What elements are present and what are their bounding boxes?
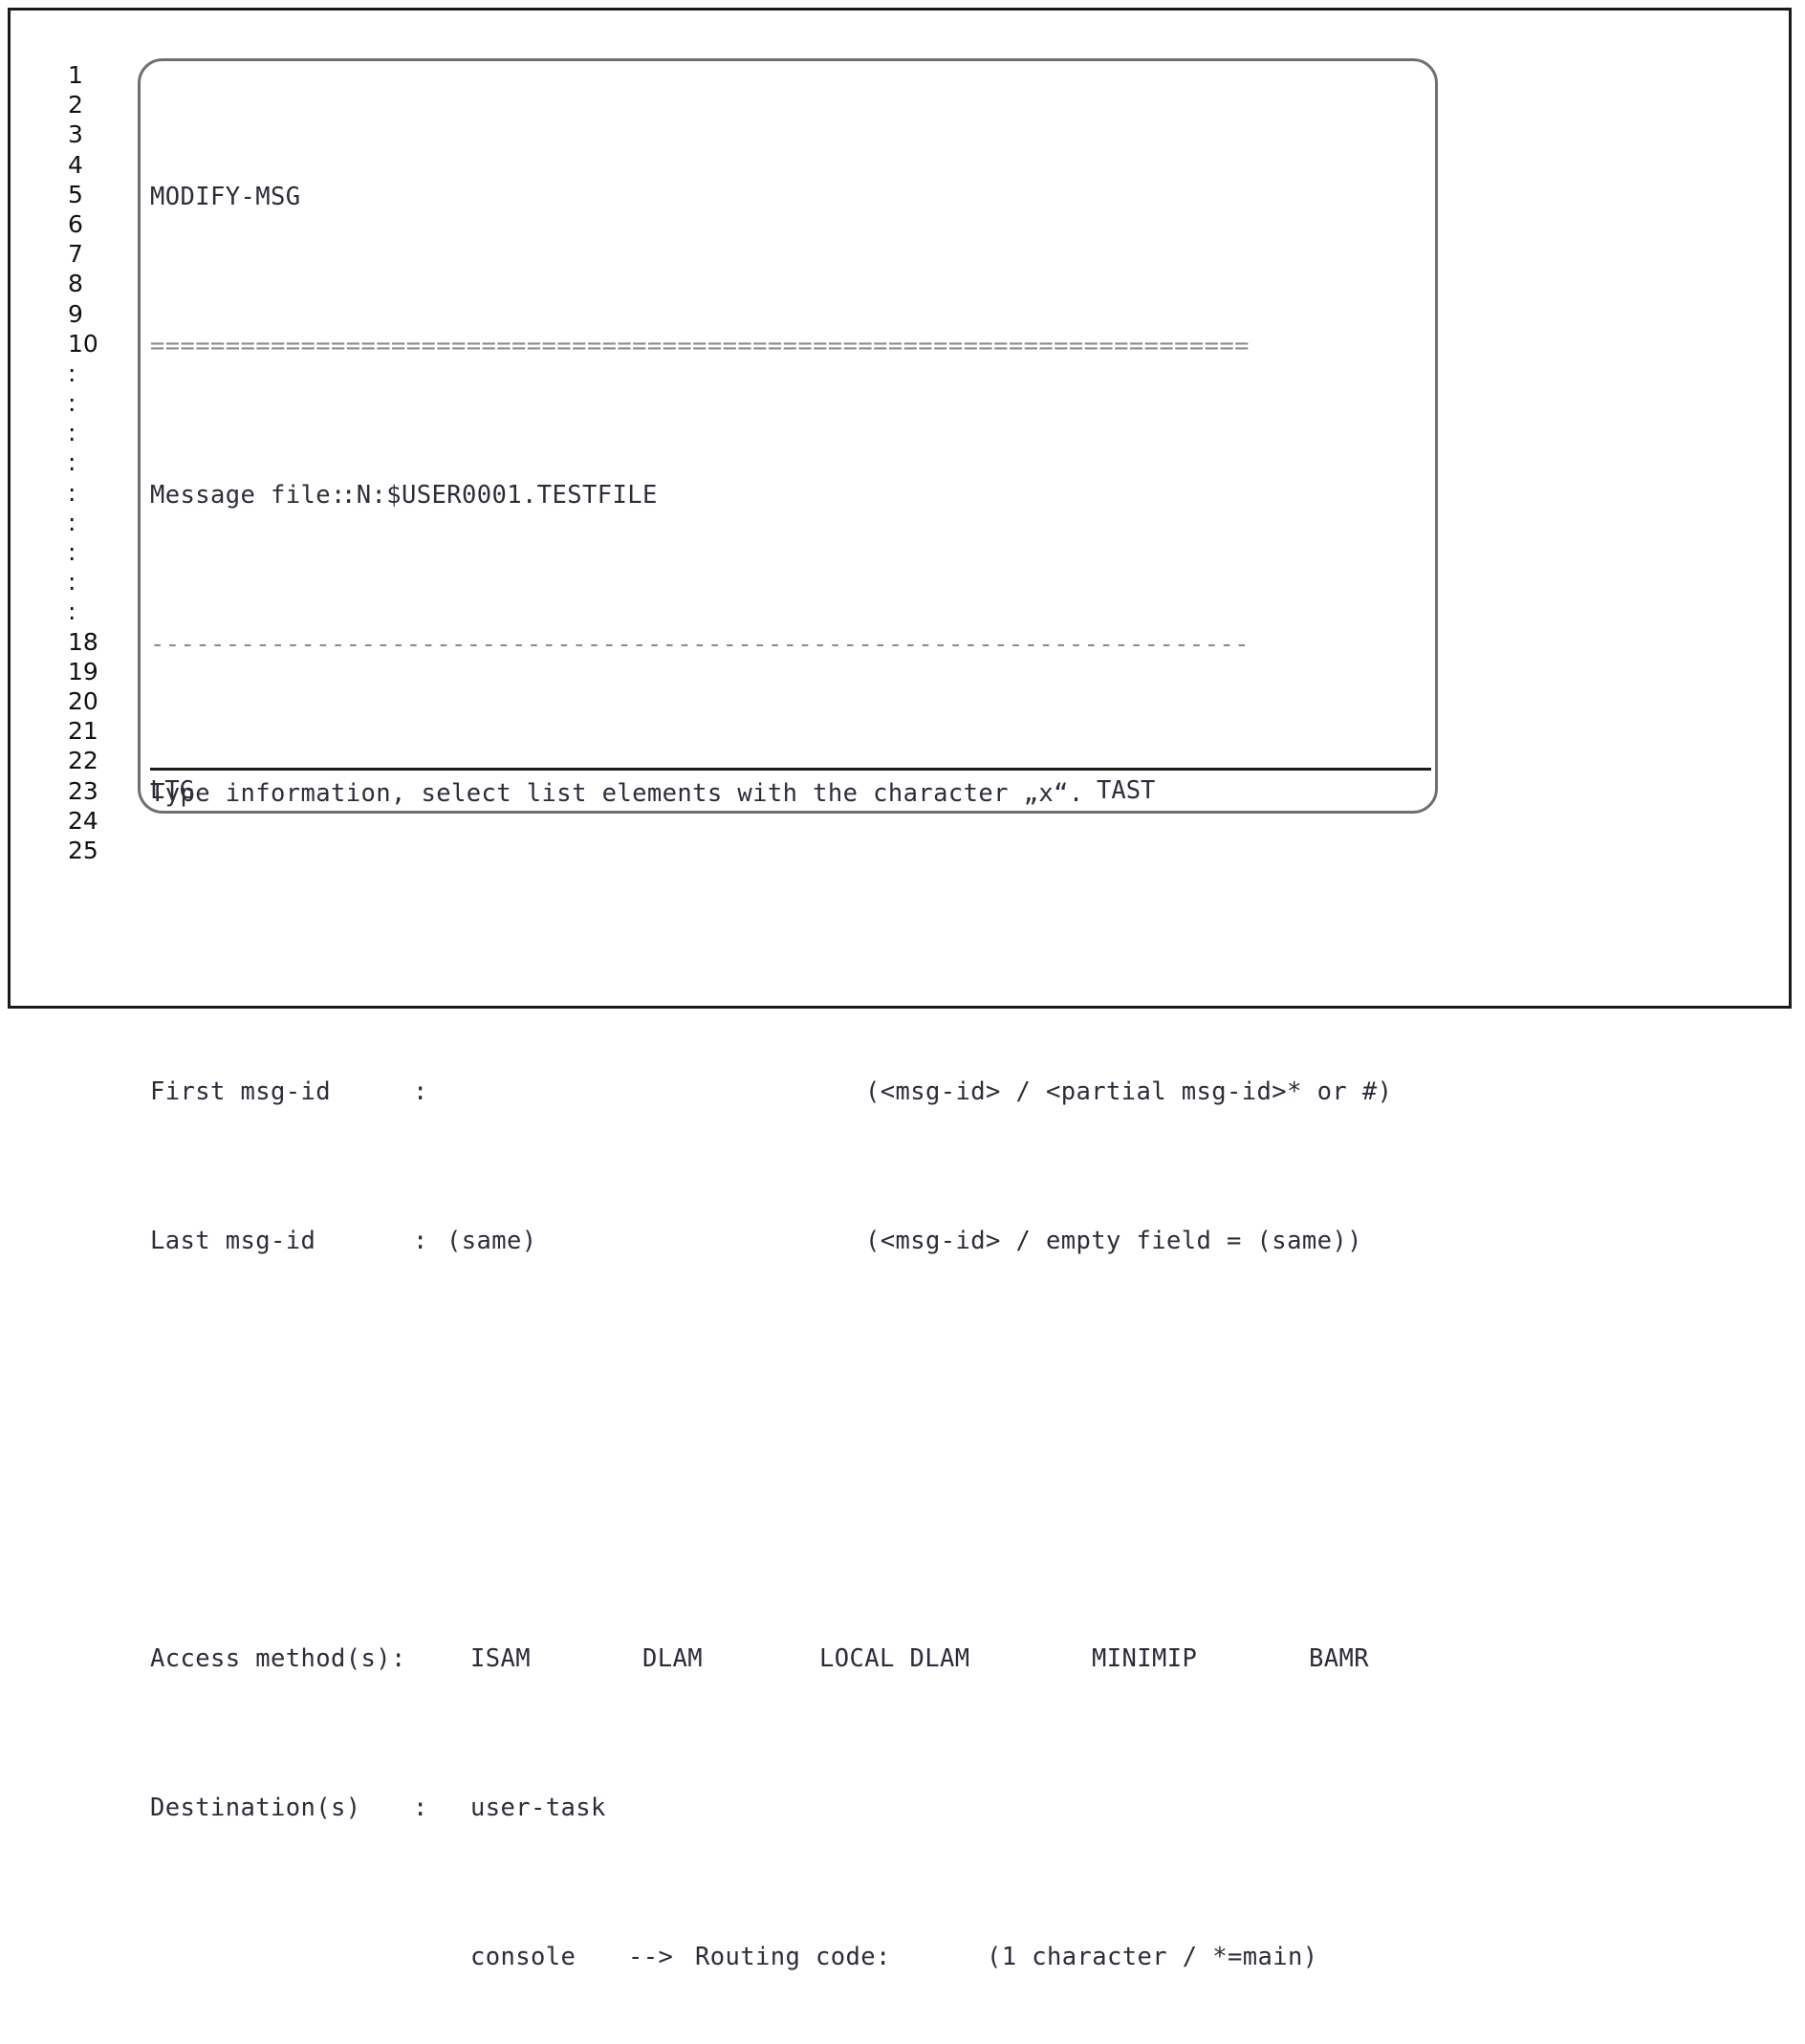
routing-code-label: Routing code: [695, 1942, 891, 1971]
line-number: 10 [68, 329, 98, 358]
line-number: 21 [68, 717, 98, 746]
page-title: MODIFY-MSG [150, 182, 301, 211]
access-method-label: Access method(s): [150, 1643, 406, 1673]
destination-option-user-task[interactable]: user-task [470, 1793, 606, 1822]
terminal-screen: MODIFY-MSG =============================… [150, 63, 1450, 1971]
line-number-gutter: 1 2 3 4 5 6 7 8 9 10 : : : : : : : : : 1… [68, 60, 125, 865]
routing-code-hint: (1 character / *=main) [987, 1942, 1318, 1971]
status-separator [150, 768, 1431, 771]
line-number: : [68, 389, 76, 418]
destination-colon: : [413, 1793, 428, 1822]
line-number: : [68, 359, 76, 387]
spacer-row [150, 1495, 1450, 1525]
access-method-option-dlam[interactable]: DLAM [642, 1643, 704, 1673]
status-center-tast: TAST [1097, 776, 1156, 805]
line-number: 22 [68, 747, 98, 775]
horizontal-rule-dashes: ----------------------------------------… [150, 629, 1250, 659]
access-method-option-bamr[interactable]: BAMR [1309, 1643, 1370, 1673]
destination-row: Destination(s) : user-task [150, 1794, 1450, 1823]
first-msg-id-row: First msg-id : (<msg-id> / <partial msg-… [150, 1077, 1450, 1107]
line-number: 3 [68, 120, 83, 149]
line-number: 20 [68, 686, 98, 715]
access-method-option-local-dlam[interactable]: LOCAL DLAM [819, 1643, 970, 1673]
line-number: 19 [68, 657, 98, 685]
access-method-row: Access method(s): ISAM DLAM LOCAL DLAM M… [150, 1644, 1450, 1674]
line-number: 25 [68, 836, 98, 864]
rule-row-top: ========================================… [150, 332, 1450, 361]
line-number: : [68, 419, 76, 447]
line-number: 8 [68, 270, 83, 298]
first-msg-id-label: First msg-id [150, 1076, 332, 1106]
last-msg-id-row: Last msg-id : (same) (<msg-id> / empty f… [150, 1227, 1450, 1256]
message-file-row: Message file: :N:$USER0001.TESTFILE [150, 481, 1450, 511]
line-number: : [68, 538, 76, 566]
line-number: : [68, 478, 76, 507]
access-method-option-isam[interactable]: ISAM [470, 1643, 532, 1673]
line-number: 7 [68, 240, 83, 269]
rule-row-dashes: ----------------------------------------… [150, 630, 1450, 660]
line-number: 5 [68, 180, 83, 208]
status-left-ltg: LTG [150, 776, 195, 805]
line-number: 2 [68, 91, 83, 120]
horizontal-rule-equals: ========================================… [150, 331, 1250, 360]
first-msg-id-colon: : [413, 1076, 428, 1106]
message-file-label: Message file: [150, 480, 346, 510]
line-number: : [68, 568, 76, 597]
last-msg-id-label: Last msg-id [150, 1226, 316, 1255]
line-number: 9 [68, 299, 83, 328]
line-number: 24 [68, 806, 98, 835]
destination-option-console[interactable]: console [470, 1942, 576, 1971]
destination-label: Destination(s) [150, 1793, 361, 1822]
instruction-text: Type information, select list elements w… [150, 778, 1084, 808]
line-number: : [68, 598, 76, 626]
spacer-row [150, 928, 1450, 958]
last-msg-id-hint: (<msg-id> / empty field = (same)) [865, 1226, 1362, 1255]
last-msg-id-colon: : [413, 1226, 428, 1255]
mask-title-row: MODIFY-MSG [150, 183, 1450, 212]
message-file-value: :N:$USER0001.TESTFILE [341, 480, 658, 510]
line-number: 4 [68, 150, 83, 179]
first-msg-id-hint: (<msg-id> / <partial msg-id>* or #) [865, 1076, 1393, 1106]
terminal-bezel [138, 58, 1438, 814]
access-method-option-minimip[interactable]: MINIMIP [1092, 1643, 1198, 1673]
line-number: 6 [68, 209, 83, 238]
instruction-row: Type information, select list elements w… [150, 779, 1450, 809]
figure-frame: 1 2 3 4 5 6 7 8 9 10 : : : : : : : : : 1… [8, 8, 1792, 1971]
line-number: 1 [68, 61, 83, 89]
last-msg-id-input[interactable]: (same) [446, 1226, 537, 1255]
line-number: : [68, 448, 76, 477]
line-number: 23 [68, 776, 98, 805]
routing-code-row: console --> Routing code: (1 character /… [150, 1943, 1450, 1972]
line-number: 18 [68, 627, 98, 656]
status-line: LTG TAST [150, 775, 1431, 806]
line-number: : [68, 508, 76, 536]
spacer-row [150, 1376, 1450, 1405]
arrow-icon: --> [628, 1942, 674, 1971]
